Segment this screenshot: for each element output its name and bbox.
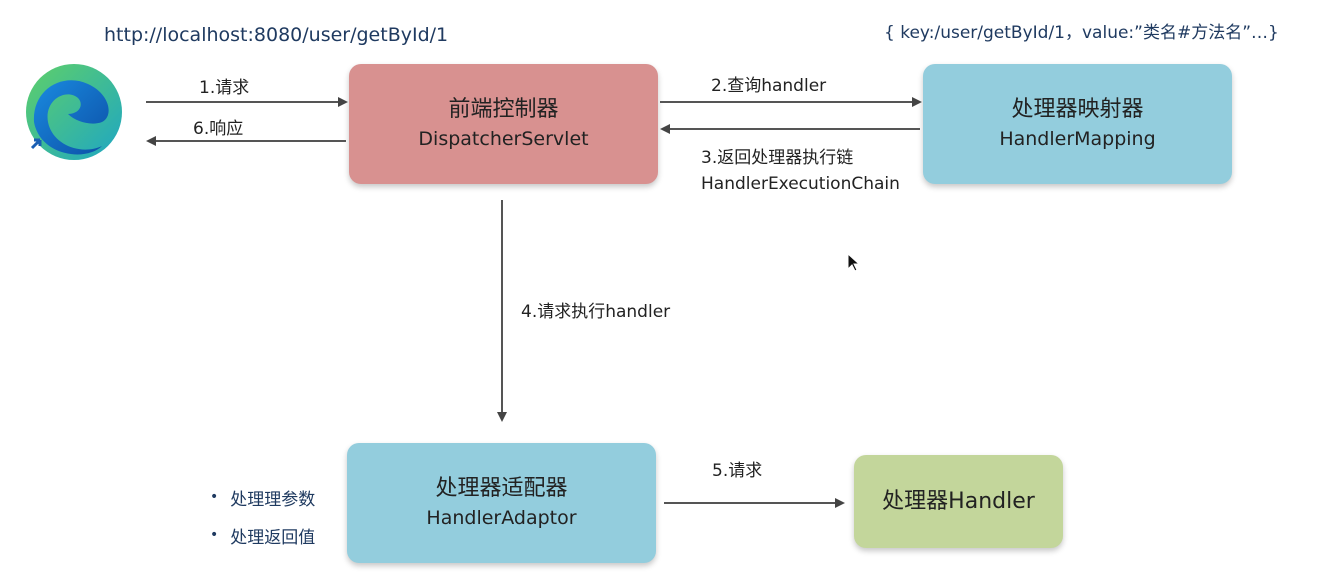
mapping-en-label: HandlerMapping <box>999 128 1156 150</box>
edge-label-query-handler: 2.查询handler <box>711 76 827 96</box>
edge-browser-icon <box>26 64 122 160</box>
handler-mapping-box: 处理器映射器 HandlerMapping <box>923 64 1232 184</box>
edge-label-request-handler: 5.请求 <box>712 461 763 481</box>
mapping-note: { key:/user/getById/1，value:”类名#方法名”…} <box>884 23 1279 43</box>
edge-label-execute-handler: 4.请求执行handler <box>521 302 671 322</box>
handler-adaptor-box: 处理器适配器 HandlerAdaptor <box>347 443 656 563</box>
dispatcher-cn-label: 前端控制器 <box>448 97 559 122</box>
request-url: http://localhost:8080/user/getById/1 <box>104 24 449 46</box>
adaptor-en-label: HandlerAdaptor <box>426 507 577 529</box>
handler-label: 处理器Handler <box>882 488 1035 514</box>
adaptor-cn-label: 处理器适配器 <box>435 476 568 501</box>
adaptor-note-item: • 处理理参数 <box>210 478 315 516</box>
adaptor-note-text: 处理理参数 <box>230 489 316 510</box>
edge-label-request: 1.请求 <box>199 78 250 98</box>
adaptor-note-text: 处理返回值 <box>230 527 316 548</box>
edge-label-return-chain: 3.返回处理器执行链 <box>701 148 854 168</box>
adaptor-note-item: • 处理返回值 <box>210 516 315 554</box>
bullet-icon: • <box>210 527 219 543</box>
bullet-icon: • <box>210 489 219 505</box>
edge-label-execution-chain: HandlerExecutionChain <box>701 174 900 194</box>
dispatcher-en-label: DispatcherServlet <box>418 128 589 150</box>
adaptor-notes: • 处理理参数 • 处理返回值 <box>210 478 315 554</box>
mapping-cn-label: 处理器映射器 <box>1011 97 1144 122</box>
dispatcher-servlet-box: 前端控制器 DispatcherServlet <box>349 64 658 184</box>
edge-label-response: 6.响应 <box>193 119 244 139</box>
handler-box: 处理器Handler <box>854 455 1063 548</box>
mouse-cursor-icon <box>847 253 861 272</box>
